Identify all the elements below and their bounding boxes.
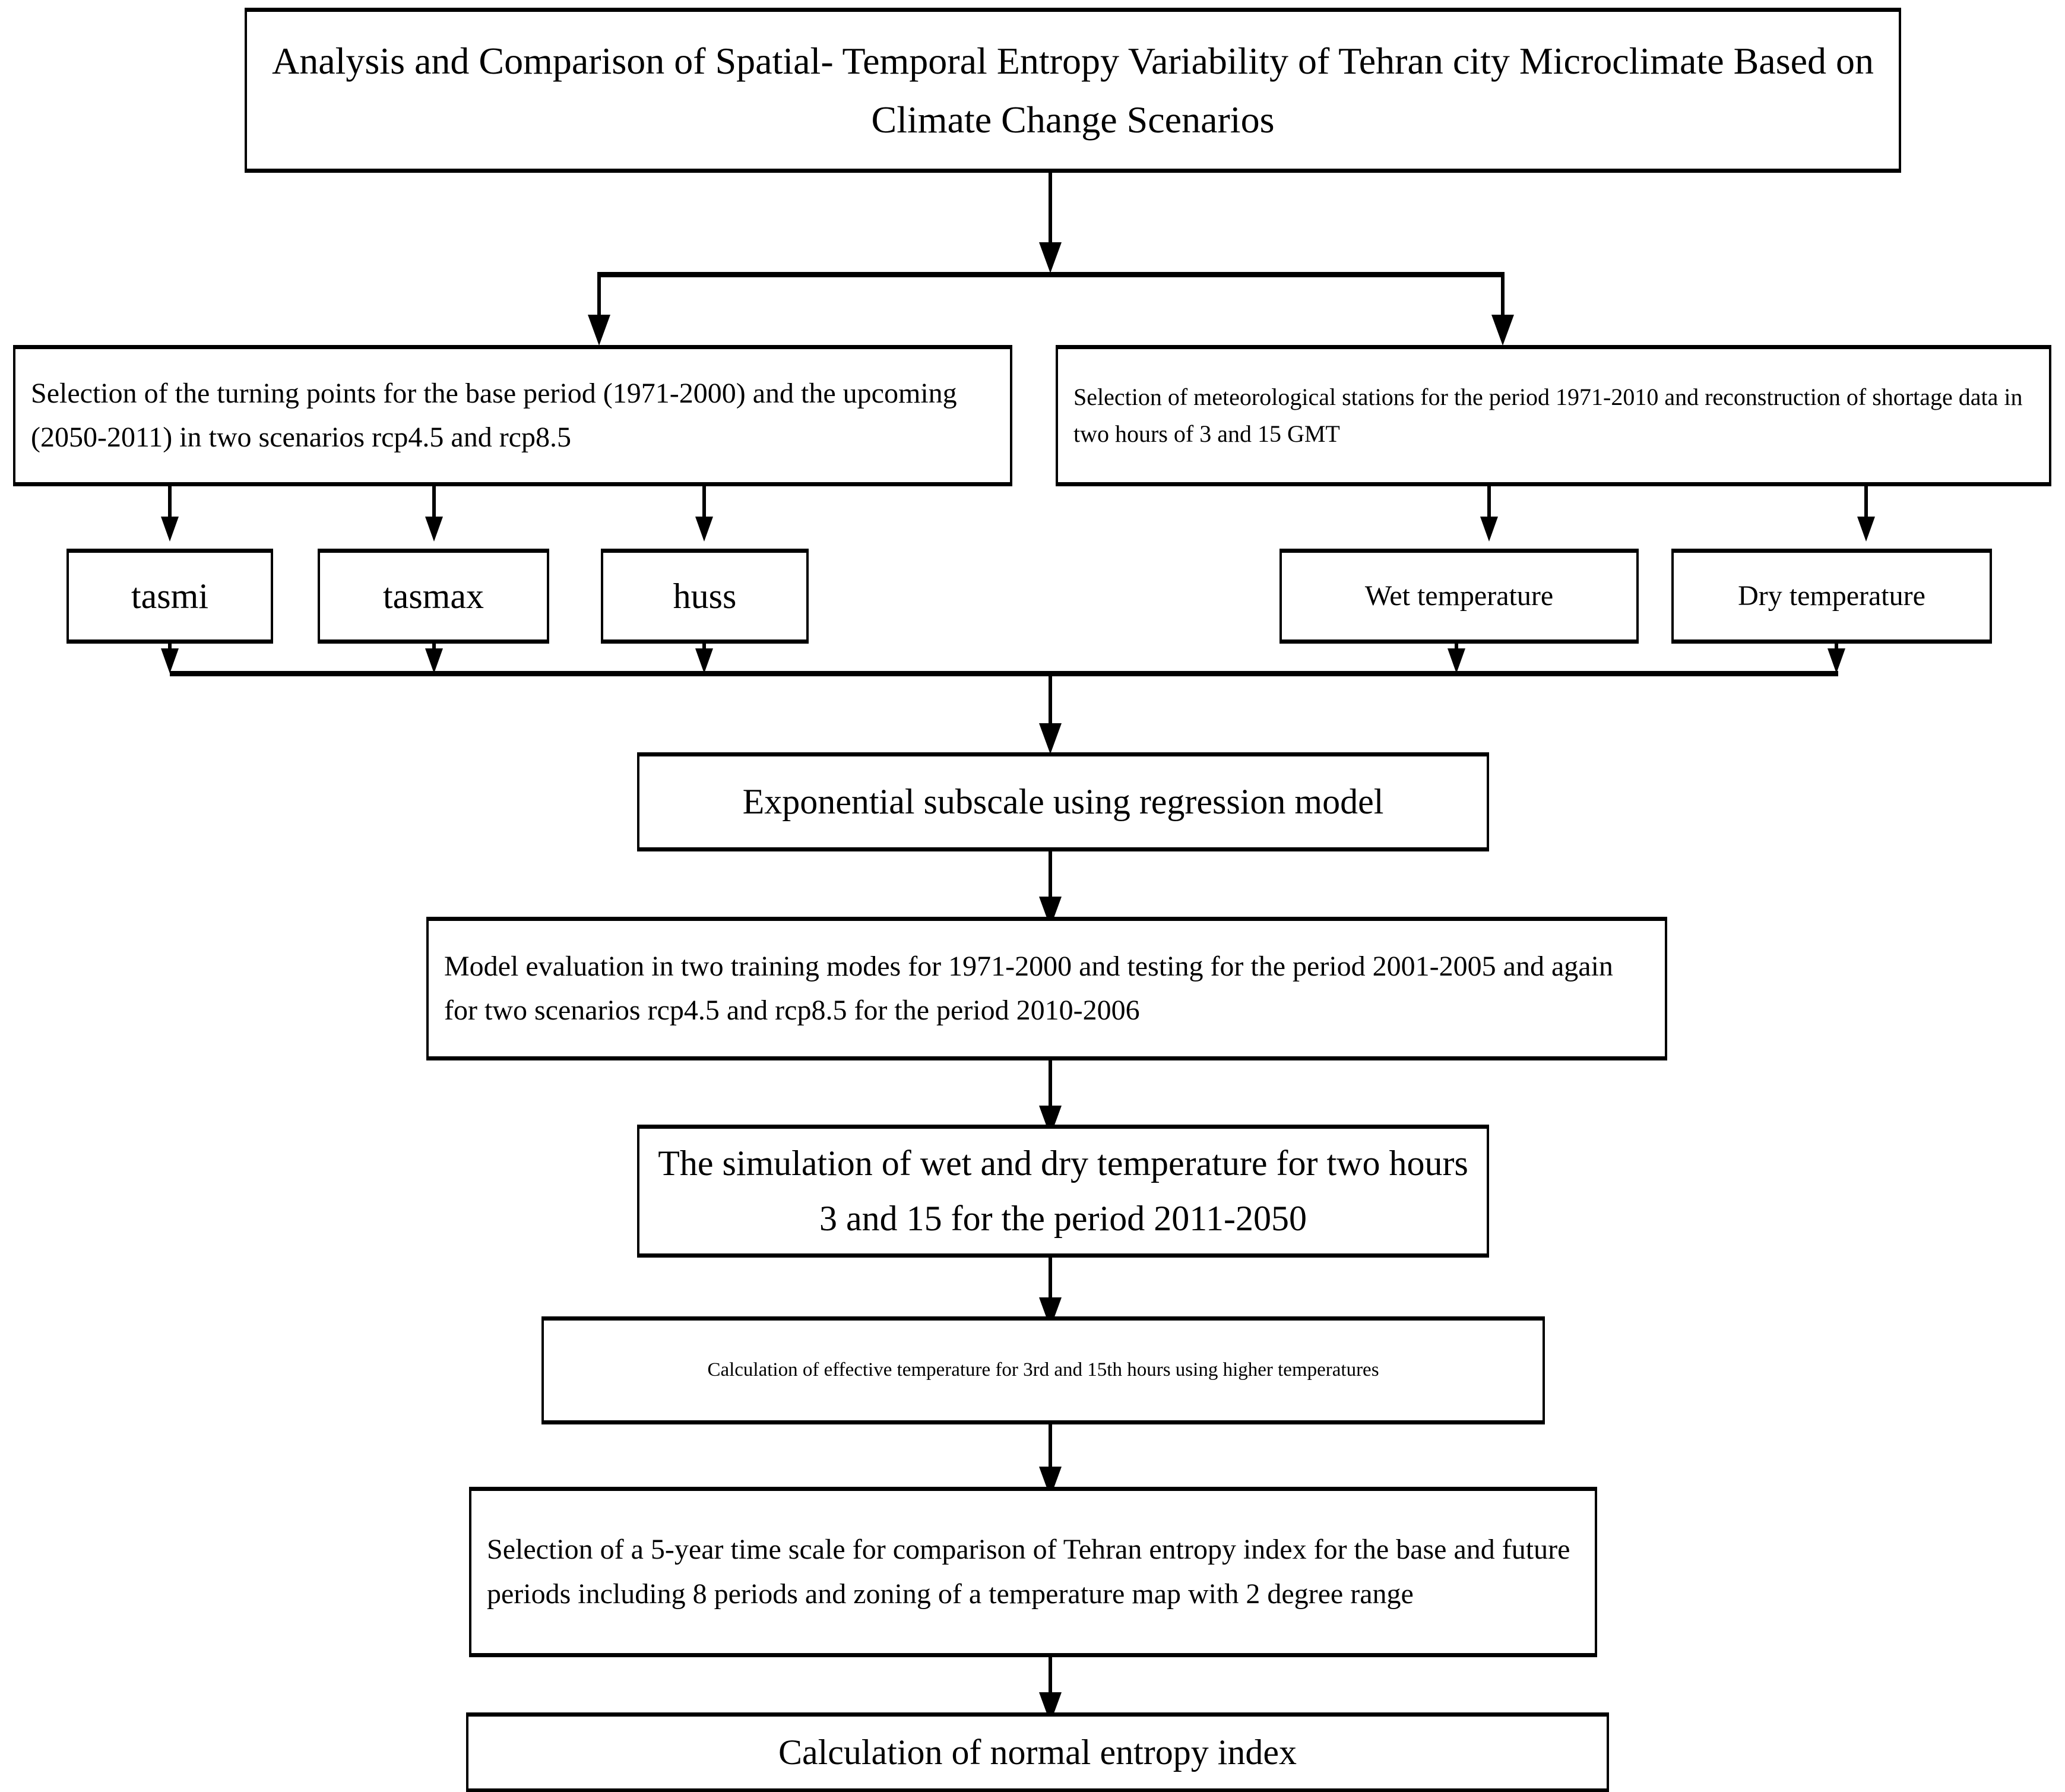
arrowhead-to-branch-left — [588, 315, 610, 346]
arrowhead-to-branch-right — [1491, 315, 1514, 346]
node-step-effective-temperature: Calculation of effective temperature for… — [541, 1316, 1545, 1424]
connector-split-bar — [597, 272, 1505, 277]
connector-timescale-to-final — [1049, 1657, 1052, 1722]
node-var-huss: huss — [601, 549, 809, 644]
node-step-model-evaluation: Model evaluation in two training modes f… — [426, 917, 1667, 1060]
node-step-final: Calculation of normal entropy index — [466, 1712, 1609, 1792]
node-var-tasmax-label: tasmax — [383, 576, 484, 616]
node-step-final-label: Calculation of normal entropy index — [778, 1733, 1297, 1772]
connector-title-down — [1049, 172, 1052, 248]
node-var-wet-temperature: Wet temperature — [1279, 549, 1639, 644]
connector-merge-down — [1049, 671, 1052, 749]
arrowhead-tasmax-to-merge — [425, 648, 443, 673]
arrowhead-to-wet-temperature — [1480, 517, 1498, 542]
arrowhead-huss-to-merge — [695, 648, 713, 673]
node-var-wet-temperature-label: Wet temperature — [1364, 580, 1554, 612]
node-title-label: Analysis and Comparison of Spatial- Temp… — [271, 39, 1874, 141]
connector-merge-bar — [170, 671, 1838, 676]
node-step-model-evaluation-label: Model evaluation in two training modes f… — [444, 950, 1613, 1026]
arrowhead-to-tasmax — [425, 517, 443, 542]
node-branch-right: Selection of meteorological stations for… — [1056, 345, 2051, 486]
node-step-simulation-label: The simulation of wet and dry temperatur… — [658, 1144, 1468, 1238]
node-title: Analysis and Comparison of Spatial- Temp… — [245, 8, 1901, 173]
connector-right-to-wet — [1487, 486, 1491, 523]
arrowhead-merge-to-regression — [1039, 723, 1062, 754]
connector-left-to-tasmax — [432, 486, 436, 523]
arrowhead-title-to-split — [1039, 242, 1062, 273]
arrowhead-to-huss — [695, 517, 713, 542]
node-branch-right-label: Selection of meteorological stations for… — [1073, 384, 2023, 447]
connector-left-to-tasmi — [168, 486, 172, 523]
connector-right-to-dry — [1864, 486, 1868, 523]
arrowhead-to-dry-temperature — [1857, 517, 1875, 542]
node-branch-left: Selection of the turning points for the … — [13, 345, 1012, 486]
node-step-regression-label: Exponential subscale using regression mo… — [742, 782, 1384, 821]
node-step-time-scale-label: Selection of a 5-year time scale for com… — [487, 1534, 1570, 1610]
connector-regression-to-evaluation — [1049, 851, 1052, 925]
node-branch-left-label: Selection of the turning points for the … — [31, 377, 957, 453]
connector-evaluation-to-simulation — [1049, 1060, 1052, 1134]
connector-split-left-down — [597, 272, 601, 338]
node-var-tasmi: tasmi — [66, 549, 273, 644]
node-var-tasmax: tasmax — [318, 549, 549, 644]
node-var-dry-temperature: Dry temperature — [1671, 549, 1992, 644]
connector-simulation-to-effective — [1049, 1257, 1052, 1325]
node-step-time-scale: Selection of a 5-year time scale for com… — [469, 1487, 1597, 1657]
arrowhead-tasmi-to-merge — [161, 648, 179, 673]
connector-effective-to-timescale — [1049, 1424, 1052, 1496]
arrowhead-wet-to-merge — [1448, 648, 1465, 673]
node-var-huss-label: huss — [673, 576, 737, 616]
node-var-tasmi-label: tasmi — [131, 576, 208, 616]
node-step-regression: Exponential subscale using regression mo… — [637, 752, 1489, 851]
node-step-simulation: The simulation of wet and dry temperatur… — [637, 1125, 1489, 1258]
arrowhead-to-tasmi — [161, 517, 179, 542]
node-step-effective-temperature-label: Calculation of effective temperature for… — [707, 1359, 1379, 1381]
node-var-dry-temperature-label: Dry temperature — [1738, 580, 1925, 612]
connector-split-right-down — [1501, 272, 1505, 338]
connector-left-to-huss — [702, 486, 706, 523]
arrowhead-dry-to-merge — [1828, 648, 1845, 673]
